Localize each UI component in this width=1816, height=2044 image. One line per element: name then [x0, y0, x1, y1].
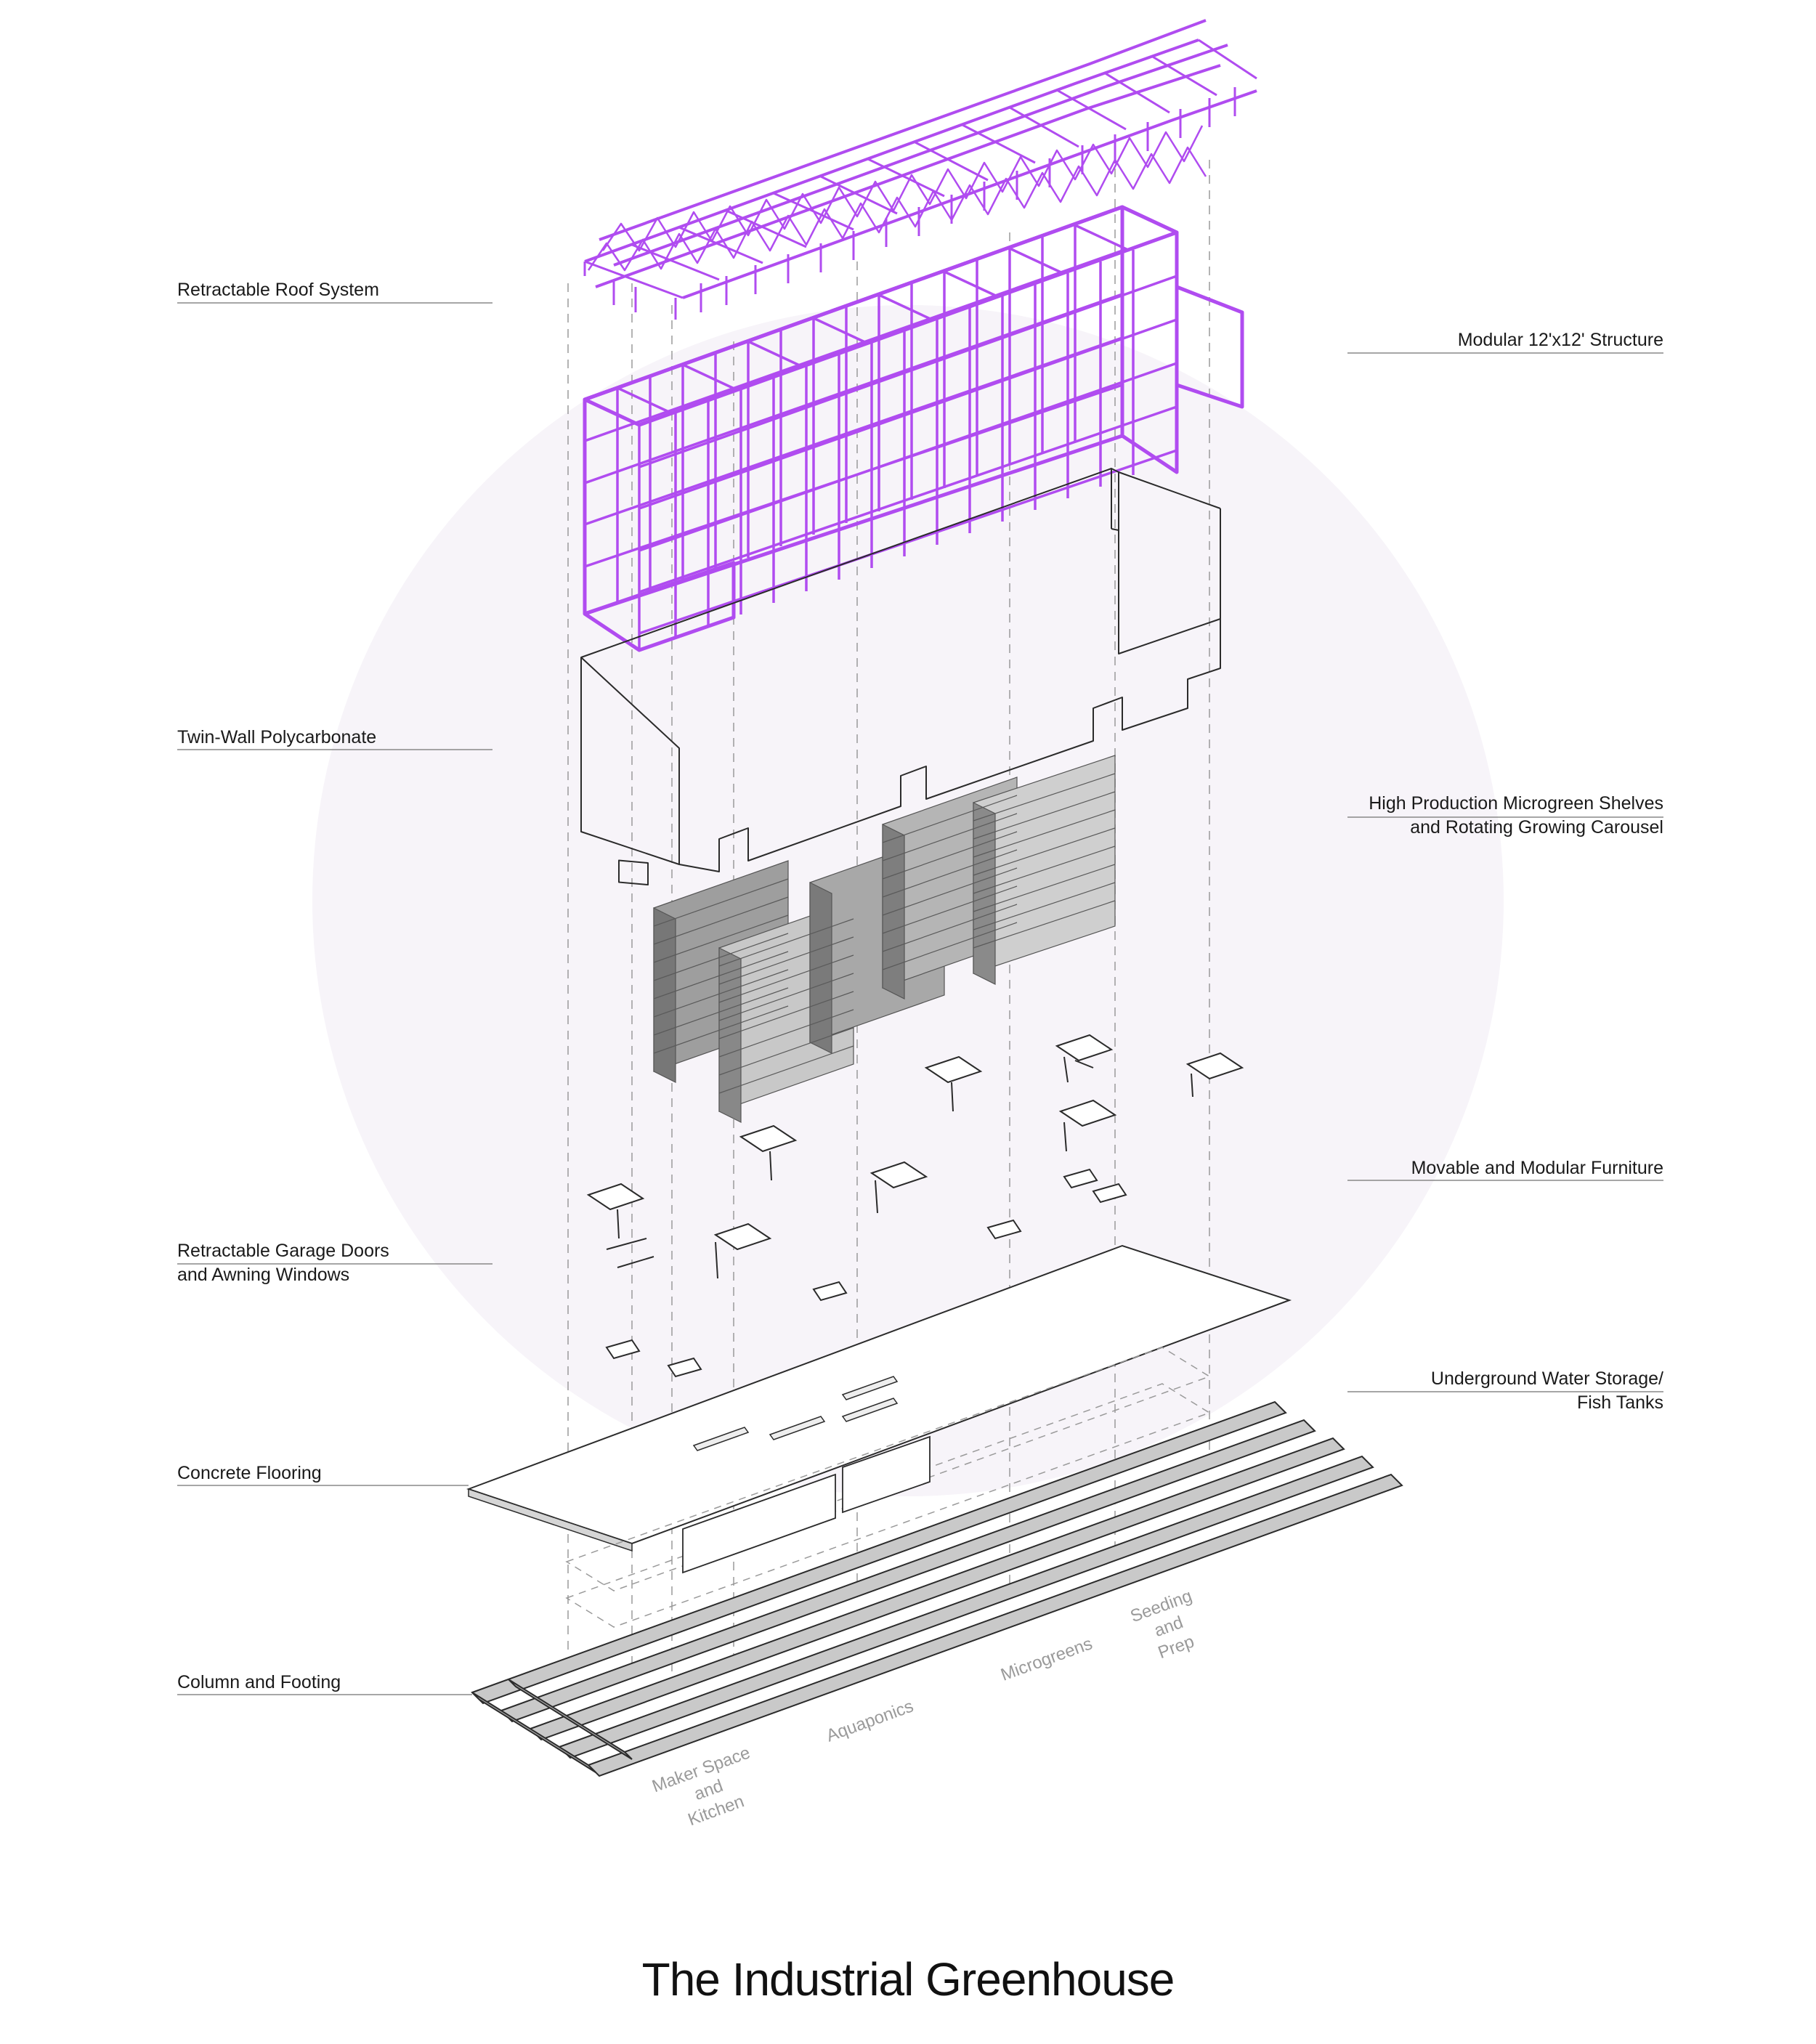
awning-5: [739, 1124, 798, 1181]
awning-2: [1185, 1052, 1244, 1098]
callout-modular-structure: Modular 12'x12' Structure: [1458, 328, 1663, 352]
bench-4: [812, 1281, 848, 1302]
callout-concrete-flooring: Concrete Flooring: [177, 1461, 322, 1485]
callout-text: Column and Footing: [177, 1672, 341, 1692]
callout-movable-furniture: Movable and Modular Furniture: [1411, 1156, 1663, 1180]
callout-garage-doors: Retractable Garage Doors and Awning Wind…: [177, 1239, 389, 1287]
diagram-title: The Industrial Greenhouse: [641, 1953, 1175, 2006]
bench-1: [1063, 1168, 1098, 1189]
bench-6: [667, 1357, 702, 1378]
awning-1: [1055, 1034, 1114, 1083]
bench-3: [986, 1219, 1022, 1240]
column-footing-grid: [471, 1400, 1403, 1777]
callout-text: Movable and Modular Furniture: [1411, 1158, 1663, 1178]
callout-text: Twin-Wall Polycarbonate: [177, 727, 377, 747]
callout-text: and Rotating Growing Carousel: [1410, 817, 1663, 838]
callout-retractable-roof: Retractable Roof System: [177, 278, 379, 302]
furniture-awnings: [586, 1034, 1244, 1378]
bench-2: [1092, 1183, 1127, 1204]
callout-text: High Production Microgreen Shelves: [1369, 793, 1663, 814]
callout-twin-wall-polycarbonate: Twin-Wall Polycarbonate: [177, 726, 376, 750]
polycarbonate-envelope: [580, 468, 1221, 886]
microgreen-shelves: [653, 755, 1116, 1123]
awning-7: [586, 1183, 645, 1239]
callout-text: Retractable Roof System: [177, 280, 379, 300]
roof-system: [583, 19, 1257, 320]
bench-5: [605, 1339, 641, 1360]
awning-4: [1058, 1099, 1117, 1152]
callout-text: Underground Water Storage/: [1430, 1368, 1663, 1389]
concrete-floor: [466, 1244, 1292, 1628]
callout-water-storage: Underground Water Storage/ Fish Tanks: [1431, 1367, 1663, 1415]
leader-lines: [177, 302, 1663, 1695]
callout-microgreen-shelves: High Production Microgreen Shelves and R…: [1369, 792, 1663, 840]
callout-text: Retractable Garage Doors: [177, 1241, 389, 1261]
callout-column-footing: Column and Footing: [177, 1671, 341, 1695]
awning-3: [924, 1055, 983, 1112]
callout-text: Modular 12'x12' Structure: [1457, 330, 1663, 350]
callout-text: Concrete Flooring: [177, 1463, 322, 1483]
awning-6: [870, 1161, 928, 1214]
awning-8: [713, 1222, 772, 1279]
modular-frame-structure: [583, 205, 1244, 652]
shelf-rack-5: [973, 755, 1116, 985]
callout-text: Fish Tanks: [1576, 1392, 1663, 1413]
callout-text: and Awning Windows: [177, 1265, 350, 1285]
